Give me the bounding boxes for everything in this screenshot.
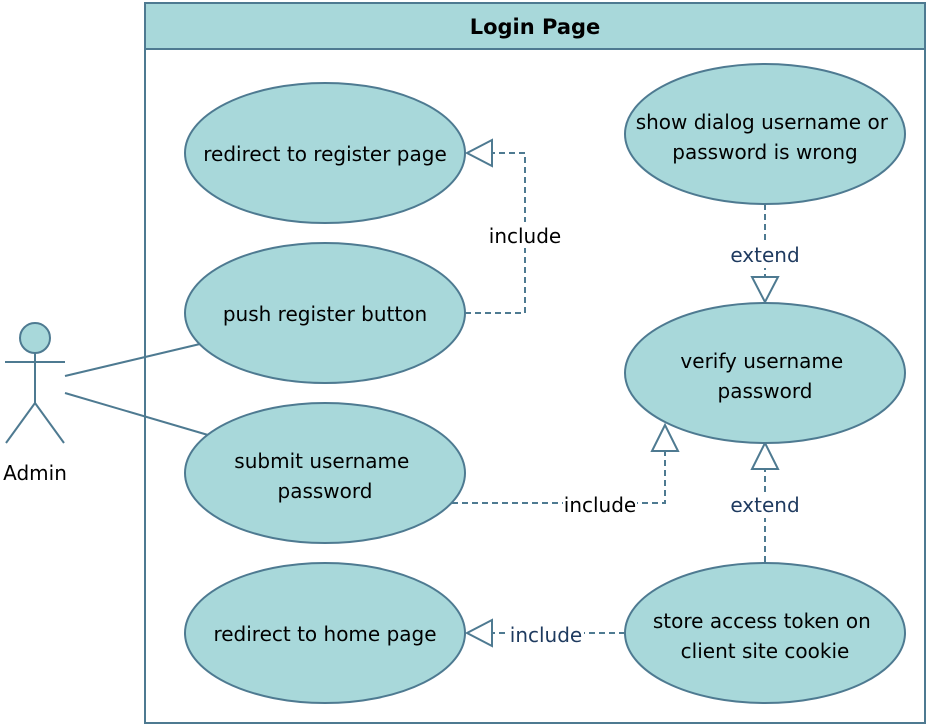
- use-case-label-line: redirect to register page: [203, 142, 447, 166]
- svg-text:include: include: [564, 493, 636, 517]
- label-register-include: include: [489, 222, 561, 248]
- svg-text:include: include: [489, 224, 561, 248]
- arrowhead-verify-top: [750, 276, 780, 305]
- svg-text:extend: extend: [730, 493, 799, 517]
- system-title: Login Page: [470, 15, 601, 39]
- edge-submit-include-verify: [452, 451, 666, 504]
- use-case-label-line: store access token on: [653, 609, 871, 633]
- use-case-label: push register button: [223, 302, 427, 326]
- use-case-label-line: verify username: [680, 349, 843, 373]
- use-case-label: show dialog username or password is wron…: [636, 110, 895, 164]
- use-case-label: verify username password: [680, 349, 849, 403]
- use-case-show-dialog: show dialog username or password is wron…: [624, 63, 906, 205]
- actor-admin: Admin: [3, 322, 67, 485]
- label-verify-include: include: [563, 492, 637, 518]
- label-home-include: include: [508, 621, 584, 647]
- association-admin-submit: [64, 392, 209, 436]
- use-case-label: submit username password: [234, 449, 415, 503]
- actor-right-leg: [34, 402, 65, 444]
- arrowhead-redirect-home: [464, 618, 493, 648]
- use-case-label-line: client site cookie: [681, 639, 850, 663]
- use-case-label-line: password is wrong: [672, 140, 857, 164]
- use-case-redirect-home: redirect to home page: [184, 562, 466, 704]
- actor-head: [19, 322, 51, 354]
- arrowhead-verify-bottom: [750, 440, 780, 470]
- use-case-submit: submit username password: [184, 402, 466, 544]
- use-case-verify: verify username password: [624, 302, 906, 444]
- label-dialog-extend: extend: [730, 242, 802, 268]
- use-case-label: redirect to register page: [203, 142, 447, 166]
- use-case-label-line: redirect to home page: [213, 622, 436, 646]
- association-admin-push-register: [64, 343, 201, 377]
- use-case-label-line: password: [718, 379, 813, 403]
- system-title-bar: [144, 2, 926, 50]
- svg-text:include: include: [510, 623, 582, 647]
- use-case-label: redirect to home page: [213, 622, 436, 646]
- actor-left-leg: [5, 402, 36, 444]
- actor-label: Admin: [3, 461, 67, 485]
- use-case-redirect-register: redirect to register page: [184, 82, 466, 224]
- arrowhead-redirect-register: [464, 138, 493, 168]
- use-case-label-line: password: [278, 479, 373, 503]
- use-case-label-line: submit username: [234, 449, 409, 473]
- use-case-push-register: push register button: [184, 242, 466, 384]
- label-store-extend: extend: [730, 492, 802, 518]
- svg-text:extend: extend: [730, 243, 799, 267]
- use-case-label: store access token on client site cookie: [653, 609, 877, 663]
- use-case-label-line: push register button: [223, 302, 427, 326]
- arrowhead-verify-left: [650, 422, 680, 452]
- use-case-label-line: show dialog username or: [636, 110, 889, 134]
- use-case-store-token: store access token on client site cookie: [624, 562, 906, 704]
